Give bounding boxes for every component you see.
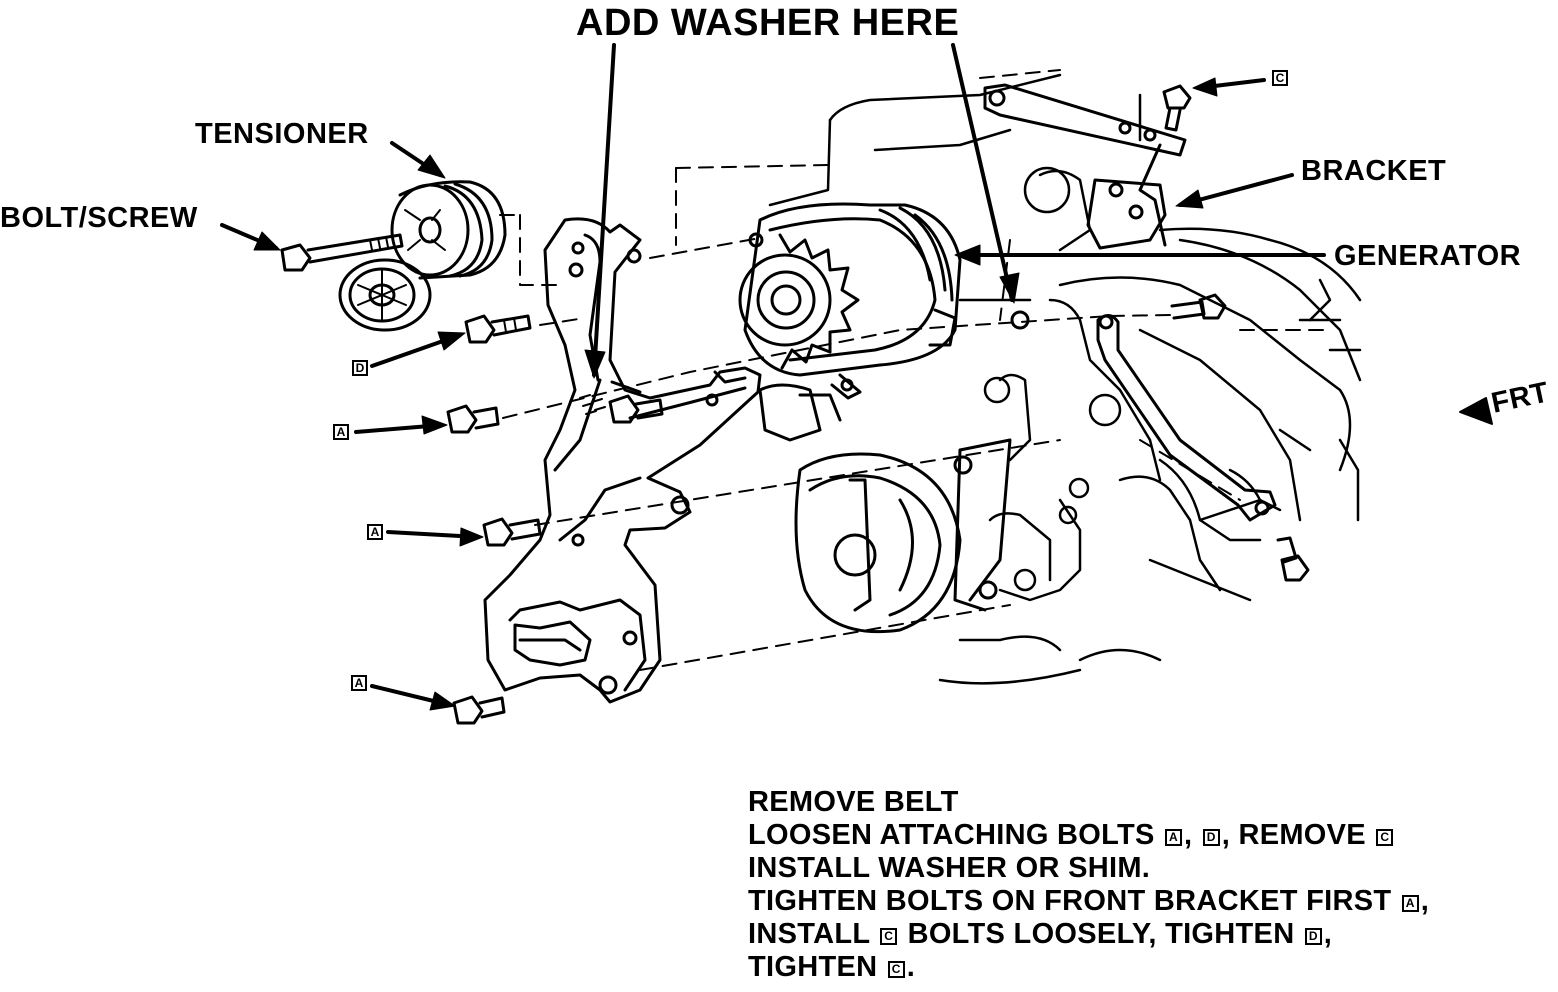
bolt-screw-label: BOLT/SCREW	[0, 202, 198, 234]
instruction-line-5: INSTALL C BOLTS LOOSELY, TIGHTEN D,	[748, 918, 1429, 951]
instruction-text: .	[906, 951, 916, 983]
bolt-generator-mount	[608, 394, 664, 424]
instruction-line-2: LOOSEN ATTACHING BOLTS A, D, REMOVE C	[748, 819, 1429, 852]
instruction-line-1: REMOVE BELT	[748, 786, 1429, 819]
front-arrow-icon	[1459, 397, 1493, 425]
instruction-text: ,	[1420, 885, 1430, 917]
dashed-reference-lines	[499, 69, 1331, 671]
engine-block-outline	[768, 73, 1362, 685]
instruction-text: INSTALL	[748, 918, 870, 950]
generator-label: GENERATOR	[1334, 240, 1522, 272]
tensioner-bolt	[280, 233, 404, 272]
bolt-right-lower	[1276, 536, 1310, 582]
bolt-a-middle	[482, 517, 542, 547]
callout-c-top: C	[1272, 70, 1288, 86]
bolt-a-upper	[446, 404, 500, 434]
callout-a-middle: A	[367, 524, 383, 540]
callout-a-inline: A	[1165, 829, 1183, 846]
callout-a-lower: A	[351, 675, 367, 691]
callout-d-inline: D	[1202, 829, 1220, 846]
instruction-text: ,	[1184, 819, 1193, 851]
instruction-text: BOLTS LOOSELY, TIGHTEN	[907, 918, 1295, 950]
arrowheads	[253, 77, 1218, 711]
callout-d-inline: D	[1304, 928, 1322, 945]
bolt-d	[464, 314, 532, 344]
top-bracket	[983, 83, 1187, 247]
leader-arrows	[220, 43, 1326, 707]
callout-a-upper: A	[333, 424, 349, 440]
instruction-text: TIGHTEN BOLTS ON FRONT BRACKET FIRST	[748, 885, 1392, 917]
callout-c-inline: C	[887, 961, 905, 978]
bracket-label: BRACKET	[1301, 155, 1447, 187]
crank-pulley	[758, 383, 1012, 634]
callout-a-inline: A	[1401, 895, 1419, 912]
bolt-c-top	[1162, 84, 1192, 132]
diagram-title: ADD WASHER HERE	[576, 2, 960, 44]
instructions-block: REMOVE BELT LOOSEN ATTACHING BOLTS A, D,…	[748, 786, 1429, 984]
instruction-text: LOOSEN ATTACHING BOLTS	[748, 819, 1155, 851]
instruction-text: TIGHTEN	[748, 951, 878, 983]
instruction-text: , REMOVE	[1221, 819, 1366, 851]
callout-c-inline: C	[1376, 829, 1394, 846]
bolt-a-lower	[452, 695, 506, 725]
rear-bracket	[1086, 178, 1167, 250]
bolt-right-upper	[1170, 293, 1227, 320]
instruction-text: REMOVE BELT	[748, 786, 959, 818]
tensioner	[338, 180, 507, 332]
callout-c-inline: C	[880, 928, 898, 945]
instruction-text: ,	[1323, 918, 1333, 950]
brace-rod	[1096, 314, 1277, 522]
tensioner-label: TENSIONER	[195, 118, 369, 150]
callout-d: D	[352, 360, 368, 376]
instruction-line-4: TIGHTEN BOLTS ON FRONT BRACKET FIRST A,	[748, 885, 1429, 918]
generator	[738, 202, 1030, 400]
instruction-text: INSTALL WASHER OR SHIM.	[748, 852, 1151, 884]
front-bracket	[483, 217, 762, 704]
instruction-line-3: INSTALL WASHER OR SHIM.	[748, 852, 1429, 885]
instruction-line-6: TIGHTEN C.	[748, 951, 1429, 984]
